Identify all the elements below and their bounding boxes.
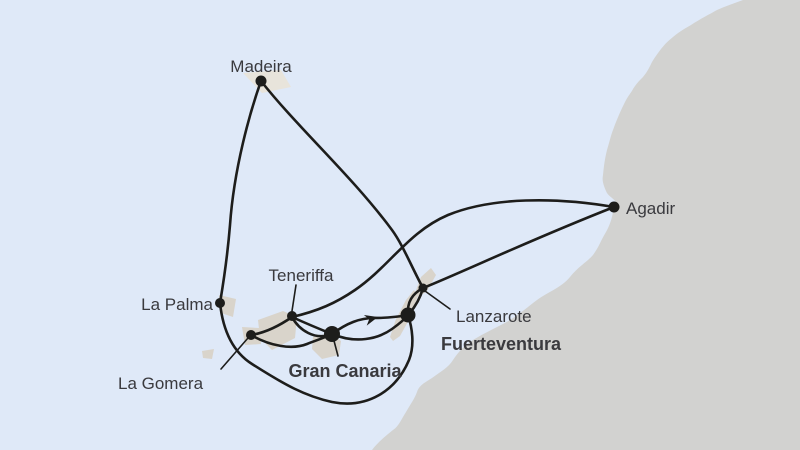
- port-label-la-palma: La Palma: [141, 295, 213, 314]
- port-dot-agadir: [608, 201, 620, 213]
- port-label-la-gomera: La Gomera: [118, 374, 204, 393]
- leader-la-gomera: [220, 337, 249, 370]
- route-direction-arrow-icon: [363, 315, 378, 326]
- route-la-palma-fuerteventura-arc: [218, 301, 414, 405]
- island-madeira: [243, 70, 291, 93]
- port-dot-lanzarote: [418, 283, 428, 293]
- port-label-agadir: Agadir: [626, 199, 675, 218]
- africa-coastline: [372, 0, 800, 450]
- route-madeira-lanzarote: [259, 79, 425, 290]
- port-dot-gran-canaria: [324, 326, 340, 342]
- port-label-lanzarote: Lanzarote: [456, 307, 532, 326]
- port-label-gran-canaria: Gran Canaria: [288, 361, 402, 381]
- label-leader-lines: [220, 284, 451, 370]
- leader-lanzarote: [424, 290, 451, 310]
- port-dot-la-palma: [215, 298, 225, 308]
- port-dots: [215, 75, 620, 342]
- route-teneriffa-agadir: [290, 198, 616, 319]
- route-madeira-la-palma: [218, 79, 263, 305]
- leader-teneriffa: [291, 284, 297, 312]
- port-label-teneriffa: Teneriffa: [269, 266, 334, 285]
- port-label-madeira: Madeira: [230, 57, 292, 76]
- port-label-fuerteventura: Fuerteventura: [441, 334, 562, 354]
- route-lanzarote-agadir: [421, 205, 616, 290]
- port-dot-madeira: [255, 75, 267, 87]
- port-dot-teneriffa: [287, 311, 297, 321]
- port-labels: Madeira La Palma Teneriffa La Gomera Gra…: [118, 57, 675, 393]
- port-dot-la-gomera: [246, 330, 256, 340]
- island-el-hierro: [202, 349, 214, 359]
- port-dot-fuerteventura: [400, 307, 416, 323]
